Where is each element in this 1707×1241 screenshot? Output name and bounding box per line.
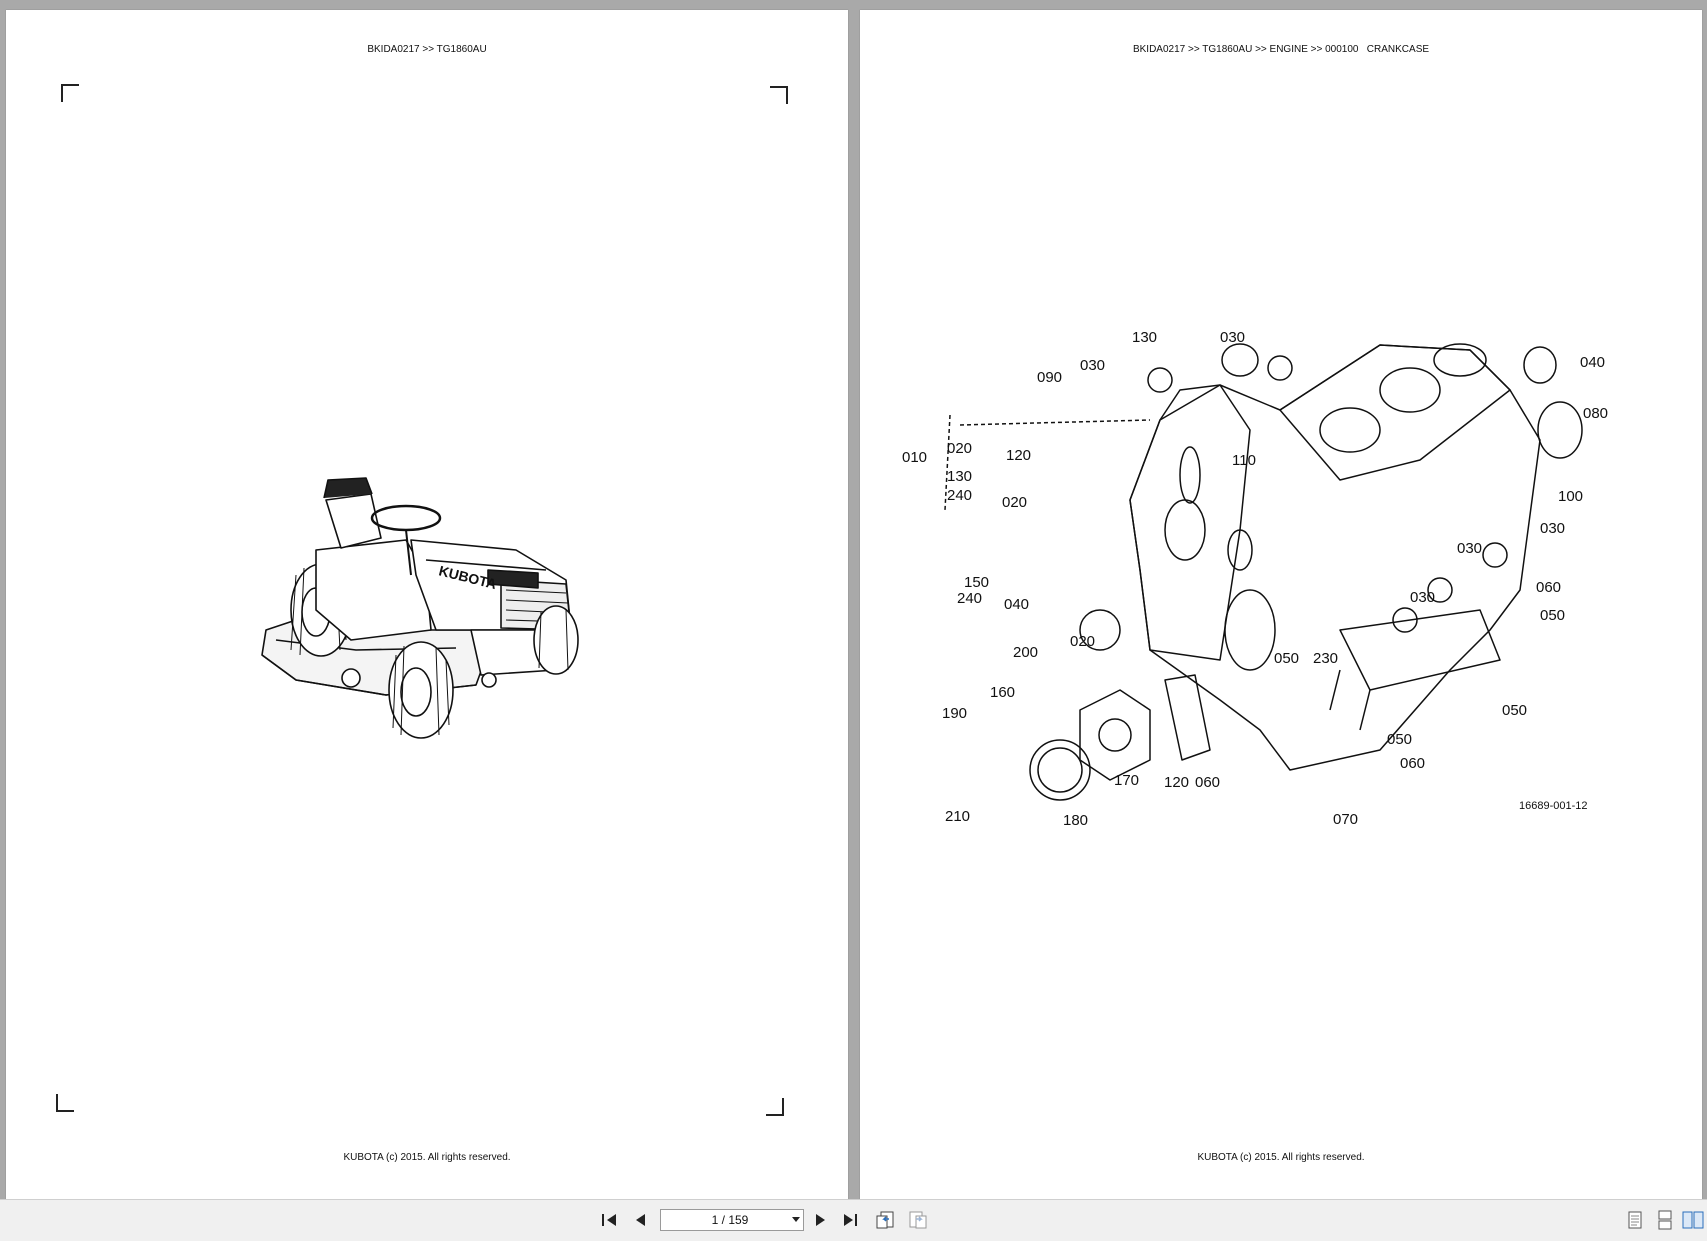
facing-pages-view-button[interactable] — [1680, 1208, 1706, 1232]
crop-mark-bottom-right — [766, 1098, 784, 1116]
callout-040: 040 — [1004, 596, 1029, 613]
previous-page-button[interactable] — [627, 1208, 653, 1232]
first-page-icon — [602, 1214, 616, 1226]
callout-050: 050 — [1502, 702, 1527, 719]
crop-mark-top-right — [770, 86, 788, 104]
callout-170: 170 — [1114, 772, 1139, 789]
callout-030: 030 — [1410, 589, 1435, 606]
go-forward-button[interactable] — [906, 1208, 932, 1232]
crankcase-exploded-diagram: 130 030 030 090 040 080 010 020 130 240 … — [902, 329, 1608, 829]
callout-080: 080 — [1583, 405, 1608, 422]
callout-020: 020 — [1002, 494, 1027, 511]
next-page-icon — [816, 1214, 825, 1226]
callout-150: 150 — [964, 574, 989, 591]
callout-180: 180 — [1063, 812, 1088, 829]
navigation-toolbar: 1 / 159 — [0, 1199, 1707, 1241]
page-footer: KUBOTA (c) 2015. All rights reserved. — [343, 1152, 511, 1163]
callout-030: 030 — [1457, 540, 1482, 557]
chevron-down-icon — [792, 1217, 800, 1222]
last-page-button[interactable] — [838, 1208, 864, 1232]
continuous-view-icon — [1658, 1210, 1672, 1230]
callout-030: 030 — [1220, 329, 1245, 346]
page-2: BKIDA0217 >> TG1860AU >> ENGINE >> 00010… — [860, 10, 1702, 1200]
page-indicator[interactable]: 1 / 159 — [711, 1213, 749, 1227]
riding-mower-illustration: KUBOTA — [261, 477, 579, 739]
callout-190: 190 — [942, 705, 967, 722]
go-forward-icon — [909, 1211, 927, 1229]
single-page-view-icon — [1628, 1211, 1642, 1229]
callout-070: 070 — [1333, 811, 1358, 828]
callout-060: 060 — [1400, 755, 1425, 772]
next-page-button[interactable] — [808, 1208, 834, 1232]
single-page-view-button[interactable] — [1622, 1208, 1648, 1232]
callout-160: 160 — [990, 684, 1015, 701]
continuous-view-button[interactable] — [1652, 1208, 1678, 1232]
figure-reference: 16689-001-12 — [1519, 800, 1588, 812]
page-header: BKIDA0217 >> TG1860AU >> ENGINE >> 00010… — [1132, 44, 1430, 55]
page-number-field[interactable]: 1 / 159 — [660, 1209, 804, 1231]
callout-130: 130 — [1132, 329, 1157, 346]
callout-120: 120 — [1006, 447, 1031, 464]
page-1: BKIDA0217 >> TG1860AU — [6, 10, 848, 1200]
callout-200: 200 — [1013, 644, 1038, 661]
callout-120: 120 — [1164, 774, 1189, 791]
callout-210: 210 — [945, 808, 970, 825]
callout-240: 240 — [957, 590, 982, 607]
callout-030: 030 — [1080, 357, 1105, 374]
crop-mark-bottom-left — [56, 1094, 74, 1112]
callout-050: 050 — [1274, 650, 1299, 667]
callout-010: 010 — [902, 449, 927, 466]
callout-050: 050 — [1540, 607, 1565, 624]
page-dropdown-button[interactable] — [789, 1210, 803, 1230]
callout-110: 110 — [1232, 452, 1256, 469]
callout-130: 130 — [947, 468, 972, 485]
go-back-button[interactable] — [873, 1208, 899, 1232]
last-page-icon — [844, 1214, 857, 1226]
go-back-icon — [876, 1211, 894, 1229]
callout-240: 240 — [947, 487, 972, 504]
page-header: BKIDA0217 >> TG1860AU — [367, 44, 487, 55]
callout-030: 030 — [1540, 520, 1565, 537]
callout-020: 020 — [1070, 633, 1095, 650]
callout-050: 050 — [1387, 731, 1412, 748]
facing-pages-view-icon — [1682, 1211, 1704, 1229]
page-footer: KUBOTA (c) 2015. All rights reserved. — [1197, 1152, 1365, 1163]
callout-090: 090 — [1037, 369, 1062, 386]
callout-020: 020 — [947, 440, 972, 457]
callout-060: 060 — [1195, 774, 1220, 791]
previous-page-icon — [636, 1214, 645, 1226]
callout-040: 040 — [1580, 354, 1605, 371]
crop-mark-top-left — [61, 84, 79, 102]
callout-230: 230 — [1313, 650, 1338, 667]
callout-060: 060 — [1536, 579, 1561, 596]
callout-100: 100 — [1558, 488, 1583, 505]
first-page-button[interactable] — [596, 1208, 622, 1232]
